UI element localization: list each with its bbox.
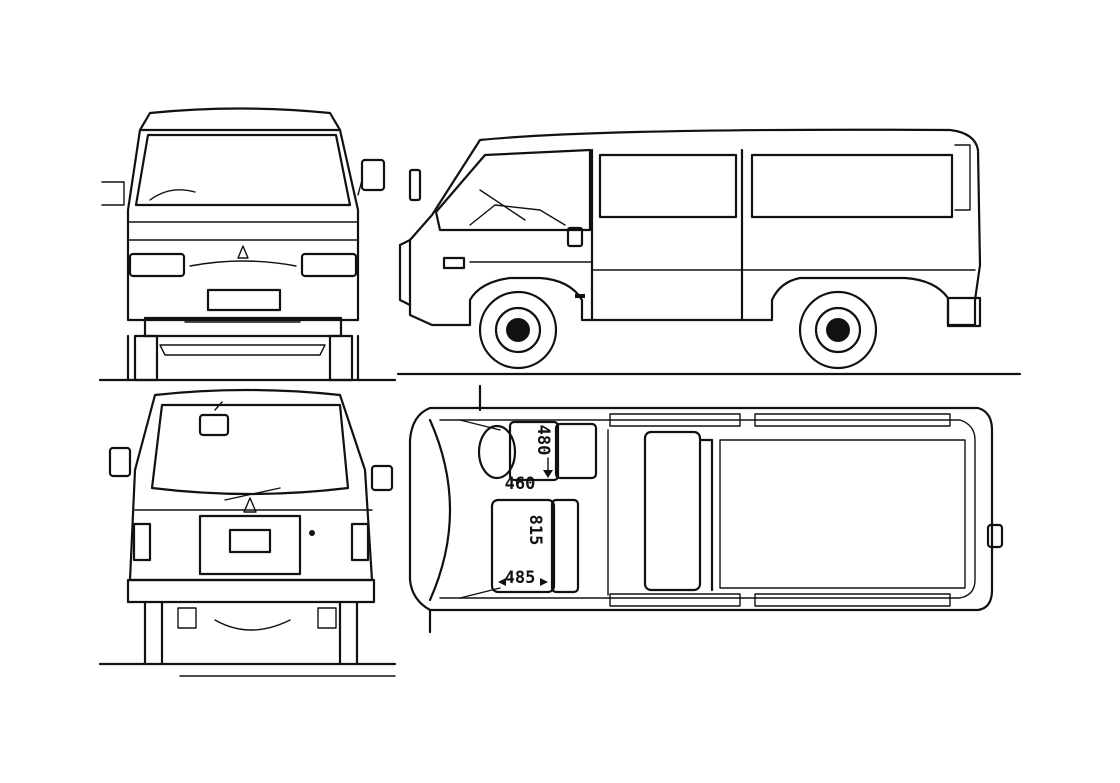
seat-outline [469, 204, 566, 226]
side-view [396, 128, 1022, 376]
top-view: 480 460 815 485 [408, 384, 1004, 634]
cab-window [434, 148, 592, 232]
steering-wheel [149, 189, 196, 201]
steering-wheel-top [477, 424, 517, 480]
rear-license-plate [228, 528, 272, 554]
rear-bumper [126, 578, 376, 604]
mirror-rear-left [108, 446, 132, 478]
arrow-icon [540, 578, 548, 586]
rear-wiper [224, 487, 281, 501]
dimension-label-rear-seat-length: 815 [525, 515, 545, 546]
windshield [134, 133, 352, 207]
door-handle [566, 226, 584, 248]
rear-handle-top [986, 523, 1004, 549]
body-outline [126, 128, 360, 322]
grille [189, 260, 297, 267]
top-body-outline [408, 406, 994, 612]
front-bumper [143, 316, 343, 338]
middle-bench-seat [643, 430, 702, 592]
wheel-rear [798, 290, 878, 370]
tail-lamp-left [132, 522, 152, 562]
headlight-left [128, 252, 186, 278]
side-body-outline [408, 128, 982, 327]
rear-view [98, 388, 397, 677]
logo-emblem-icon [237, 245, 249, 259]
cargo-floor [719, 439, 966, 589]
rear-bumper-side [946, 296, 982, 328]
tail-lamp-right [350, 522, 370, 562]
keyhole [309, 530, 315, 536]
wheel-front-right [328, 334, 354, 382]
mirror-side [408, 168, 422, 202]
front-bumper-side [398, 238, 412, 307]
side-marker [442, 256, 466, 270]
rear-lamp-side [954, 144, 971, 211]
rear-mirror-inner [198, 413, 230, 437]
headlight-right [300, 252, 358, 278]
tailgate-panel [198, 514, 302, 576]
dashboard [428, 418, 452, 602]
dimension-label-rear-seat-width: 485 [505, 568, 536, 588]
mirror-left [101, 181, 125, 206]
exhaust-line [214, 619, 291, 631]
license-plate [206, 288, 282, 312]
rear-suspension-right [317, 607, 337, 629]
arrow-icon [498, 578, 506, 586]
arrow-icon [543, 470, 553, 478]
side-window-rear [750, 153, 954, 219]
front-seat-driver [508, 420, 560, 482]
mirror-right [360, 158, 386, 192]
front-seat-passenger [490, 498, 556, 594]
side-window-middle [598, 153, 738, 219]
dimension-label-front-seat-depth: 480 [533, 425, 553, 456]
roof [138, 107, 342, 132]
steering-column [479, 189, 526, 221]
rear-logo-icon [243, 497, 257, 513]
dimension-label-front-seat-width: 460 [505, 474, 536, 494]
wheel-front [478, 290, 558, 370]
front-view [98, 107, 397, 382]
rear-suspension-left [177, 607, 197, 629]
mirror-rear-right [370, 464, 394, 492]
rear-window [150, 403, 350, 496]
wheel-front-left [133, 334, 159, 382]
